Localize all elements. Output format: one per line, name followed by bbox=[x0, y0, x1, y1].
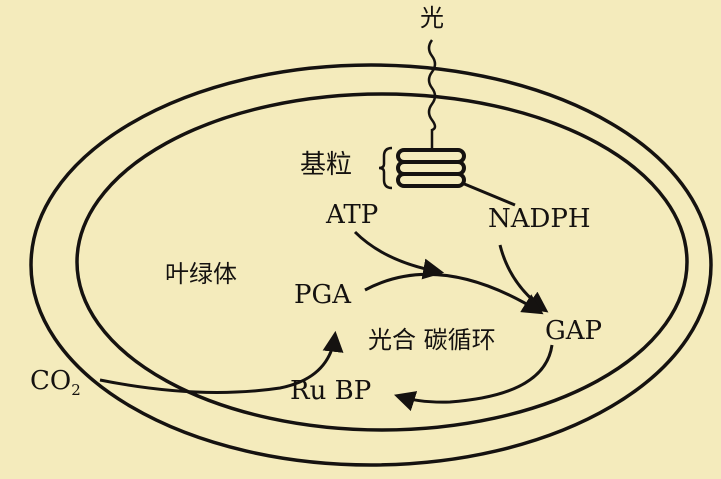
pga-label: PGA bbox=[294, 280, 352, 310]
co2-label: CO2 bbox=[30, 368, 81, 398]
atp-label: ATP bbox=[326, 200, 379, 230]
pga-to-gap bbox=[364, 272, 544, 315]
inner-membrane bbox=[75, 92, 689, 432]
co2-subscript: 2 bbox=[71, 381, 81, 400]
gap-label: GAP bbox=[545, 316, 603, 346]
outer-membrane bbox=[29, 63, 713, 467]
granum-label: 基粒 bbox=[300, 150, 353, 180]
co2-text: CO bbox=[30, 366, 72, 396]
granum-to-nadph bbox=[461, 181, 516, 207]
gap-to-rubp bbox=[393, 344, 554, 412]
cycle-label: 光合 碳循环 bbox=[368, 326, 496, 354]
granum-brace bbox=[378, 146, 393, 190]
atp-arrow bbox=[353, 230, 445, 280]
co2-to-pga bbox=[99, 330, 344, 394]
nadph-label: NADPH bbox=[488, 204, 591, 234]
rubp-label: Ru BP bbox=[290, 376, 372, 406]
light-label: 光 bbox=[420, 4, 444, 32]
granum-stack bbox=[396, 148, 466, 188]
light-wave bbox=[427, 39, 437, 148]
chloroplast-label: 叶绿体 bbox=[165, 260, 237, 288]
